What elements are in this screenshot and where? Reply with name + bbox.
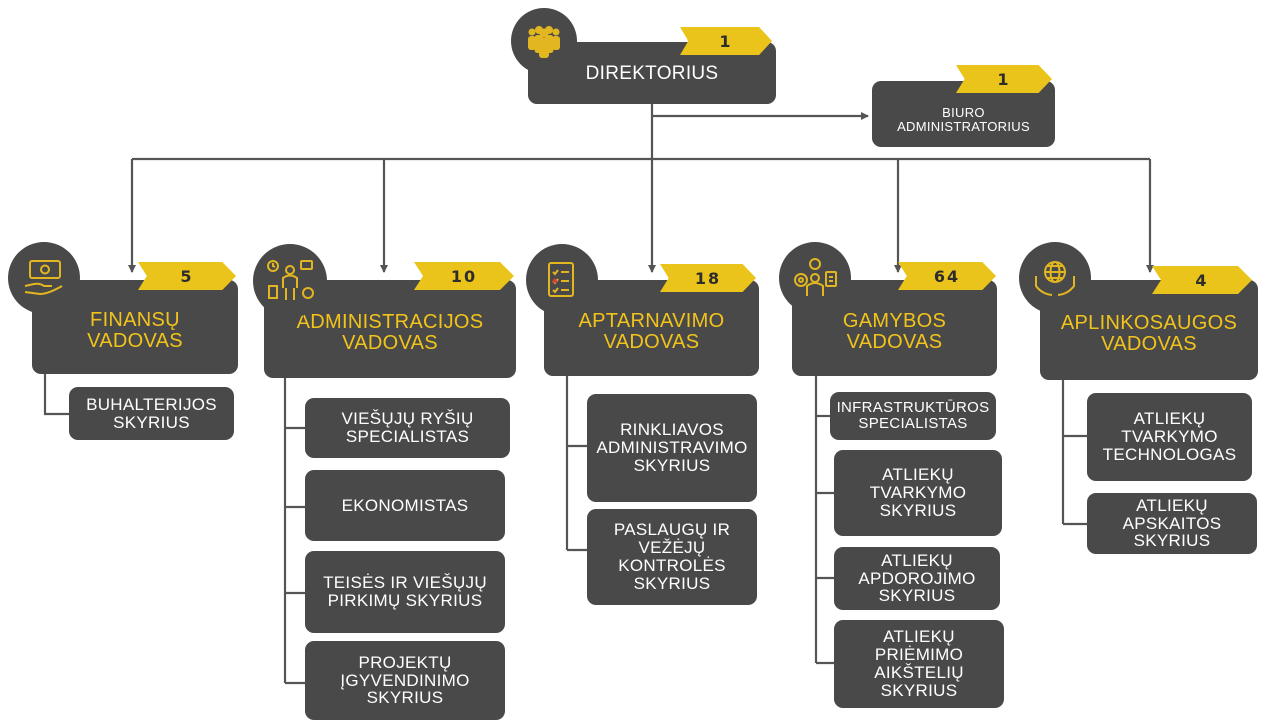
unit-label: ATLIEKŲ TVARKYMO SKYRIUS [869, 465, 967, 520]
unit-box: PASLAUGŲ IR VEŽĖJŲ KONTROLĖS SKYRIUS [587, 509, 757, 605]
production-person-icon [794, 258, 837, 296]
administration-head-label: ADMINISTRACIJOS VADOVAS [296, 311, 484, 354]
unit-box: ATLIEKŲ TVARKYMO TECHNOLOGAS [1087, 393, 1252, 481]
unit-label: VIEŠŲJŲ RYŠIŲ SPECIALISTAS [341, 409, 474, 446]
unit-box: INFRASTRUKTŪROS SPECIALISTAS [830, 392, 996, 440]
unit-box: VIEŠŲJŲ RYŠIŲ SPECIALISTAS [305, 398, 510, 458]
director-icon-circle [511, 8, 577, 74]
globe-hands-icon [1035, 261, 1075, 296]
production-count-badge: 64 [898, 262, 996, 290]
unit-box: RINKLIAVOS ADMINISTRAVIMO SKYRIUS [587, 394, 757, 502]
administration-count-badge: 10 [414, 262, 514, 290]
unit-label: PASLAUGŲ IR VEŽĖJŲ KONTROLĖS SKYRIUS [613, 520, 731, 593]
environment-icon-circle [1019, 242, 1091, 314]
unit-label: BUHALTERIJOS SKYRIUS [86, 394, 217, 432]
unit-box: EKONOMISTAS [305, 470, 505, 541]
unit-label: ATLIEKŲ APSKAITOS SKYRIUS [1122, 495, 1222, 551]
service-head-label: APTARNAVIMO VADOVAS [578, 310, 725, 353]
unit-box: ATLIEKŲ APDOROJIMO SKYRIUS [834, 547, 1000, 610]
production-head-label: GAMYBOS VADOVAS [842, 310, 947, 353]
environment-count-badge: 4 [1152, 266, 1252, 294]
finance-head-label: FINANSŲ VADOVAS [87, 309, 183, 352]
unit-label: EKONOMISTAS [341, 495, 469, 515]
director-count-badge: 1 [680, 27, 772, 55]
bureau-admin-count-badge: 1 [956, 65, 1052, 93]
bureau-admin-label: BIURO ADMINISTRATORIUS [897, 105, 1030, 134]
admin-team-icon [267, 260, 314, 300]
unit-box: TEISĖS IR VIEŠŲJŲ PIRKIMŲ SKYRIUS [305, 551, 505, 633]
unit-box: ATLIEKŲ PRIĖMIMO AIKŠTELIŲ SKYRIUS [834, 620, 1004, 708]
finance-count-badge: 5 [138, 262, 236, 290]
unit-label: INFRASTRUKTŪROS SPECIALISTAS [836, 399, 990, 432]
service-icon-circle [526, 244, 598, 316]
unit-label: TEISĖS IR VIEŠŲJŲ PIRKIMŲ SKYRIUS [323, 573, 487, 610]
unit-label: ATLIEKŲ PRIĖMIMO AIKŠTELIŲ SKYRIUS [874, 627, 964, 700]
money-hand-icon [24, 260, 63, 296]
unit-box: ATLIEKŲ TVARKYMO SKYRIUS [834, 450, 1002, 536]
unit-box: ATLIEKŲ APSKAITOS SKYRIUS [1087, 493, 1257, 554]
unit-box: BUHALTERIJOS SKYRIUS [69, 387, 234, 440]
unit-label: RINKLIAVOS ADMINISTRAVIMO SKYRIUS [596, 420, 748, 475]
people-group-icon [528, 26, 560, 58]
unit-label: PROJEKTŲ ĮGYVENDINIMO SKYRIUS [340, 652, 470, 708]
unit-box: PROJEKTŲ ĮGYVENDINIMO SKYRIUS [305, 641, 505, 720]
environment-head-label: APLINKOSAUGOS VADOVAS [1060, 312, 1238, 355]
unit-label: ATLIEKŲ APDOROJIMO SKYRIUS [858, 550, 976, 606]
administration-icon-circle [253, 244, 327, 318]
director-label: DIREKTORIUS [585, 63, 719, 85]
service-count-badge: 18 [660, 264, 756, 292]
production-icon-circle [779, 242, 851, 314]
unit-label: ATLIEKŲ TVARKYMO TECHNOLOGAS [1102, 409, 1237, 464]
checklist-icon [548, 262, 574, 297]
finance-icon-circle [8, 242, 80, 314]
